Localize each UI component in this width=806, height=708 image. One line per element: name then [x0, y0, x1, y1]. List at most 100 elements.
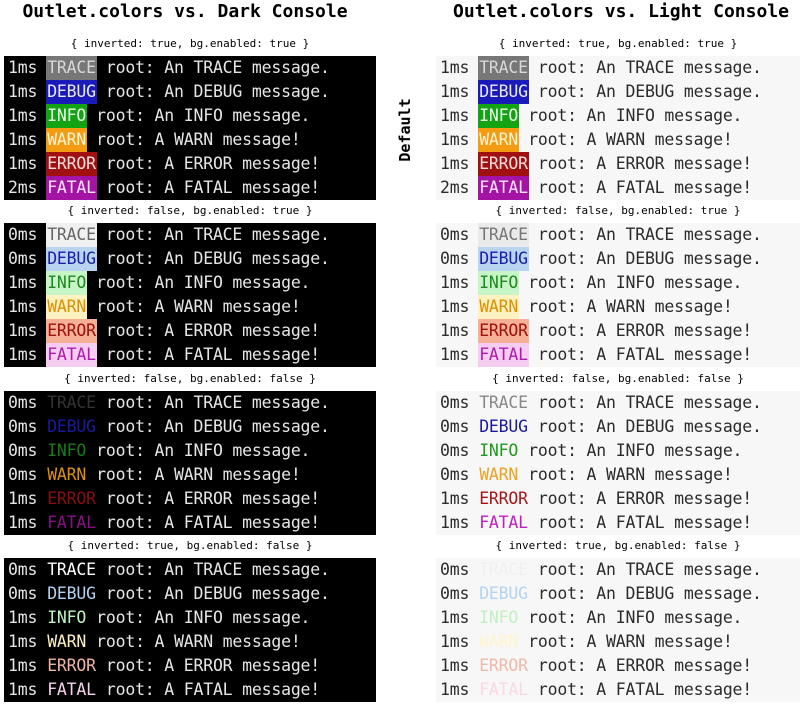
- log-time: 0ms: [440, 249, 470, 268]
- log-level-badge: INFO: [479, 441, 519, 460]
- log-level-badge: WARN: [46, 295, 88, 319]
- log-message: root: An DEBUG message.: [537, 82, 762, 101]
- log-message: root: An DEBUG message.: [537, 417, 762, 436]
- log-time: 1ms: [440, 273, 470, 292]
- log-time: 1ms: [8, 297, 38, 316]
- log-time: 1ms: [440, 130, 470, 149]
- log-time: 0ms: [8, 584, 38, 603]
- log-time: 1ms: [8, 82, 38, 101]
- log-level-badge: DEBUG: [479, 584, 528, 603]
- dark-console-heading: Outlet.colors vs. Dark Console: [22, 1, 348, 22]
- dark-panel-caption: { inverted: true, bg.enabled: true }: [70, 37, 310, 50]
- log-time: 0ms: [8, 393, 38, 412]
- log-message: root: A ERROR message!: [537, 489, 753, 508]
- log-message: root: A FATAL message!: [105, 178, 321, 197]
- log-message: root: An DEBUG message.: [537, 584, 762, 603]
- log-level-badge: ERROR: [47, 656, 96, 675]
- log-level-badge: WARN: [479, 632, 519, 651]
- log-level-badge: ERROR: [47, 489, 96, 508]
- log-line: 1ms WARN root: A WARN message!: [440, 128, 796, 152]
- log-time: 1ms: [440, 297, 470, 316]
- log-message: root: A WARN message!: [96, 130, 301, 149]
- log-level-badge: ERROR: [478, 152, 529, 176]
- log-level-badge: WARN: [47, 632, 87, 651]
- log-message: root: An TRACE message.: [537, 560, 762, 579]
- default-side-label: Default: [396, 98, 414, 162]
- log-line: 0ms TRACE root: An TRACE message.: [8, 223, 372, 247]
- log-time: 0ms: [8, 417, 38, 436]
- log-level-badge: FATAL: [478, 176, 529, 200]
- log-time: 1ms: [8, 130, 38, 149]
- log-level-badge: INFO: [47, 608, 87, 627]
- log-level-badge: INFO: [478, 271, 520, 295]
- log-level-badge: TRACE: [46, 223, 97, 247]
- log-message: root: An INFO message.: [96, 608, 311, 627]
- light-panel-caption: { inverted: false, bg.enabled: true }: [495, 204, 741, 217]
- log-level-badge: TRACE: [478, 223, 529, 247]
- log-message: root: An TRACE message.: [537, 58, 762, 77]
- log-time: 0ms: [8, 441, 38, 460]
- log-time: 0ms: [8, 225, 38, 244]
- log-time: 1ms: [8, 106, 38, 125]
- log-message: root: An TRACE message.: [105, 225, 330, 244]
- log-time: 1ms: [440, 82, 470, 101]
- log-level-badge: WARN: [478, 128, 520, 152]
- log-time: 0ms: [440, 225, 470, 244]
- light-panel-caption: { inverted: true, bg.enabled: true }: [498, 37, 738, 50]
- log-message: root: A ERROR message!: [105, 154, 321, 173]
- log-level-badge: INFO: [46, 271, 88, 295]
- log-time: 1ms: [8, 321, 38, 340]
- log-message: root: An TRACE message.: [105, 560, 330, 579]
- log-message: root: An DEBUG message.: [105, 417, 330, 436]
- log-message: root: An INFO message.: [96, 441, 311, 460]
- log-message: root: A WARN message!: [528, 465, 733, 484]
- log-level-badge: ERROR: [478, 319, 529, 343]
- log-message: root: An INFO message.: [528, 106, 743, 125]
- log-level-badge: INFO: [46, 104, 88, 128]
- log-message: root: An TRACE message.: [537, 225, 762, 244]
- log-time: 0ms: [440, 393, 470, 412]
- log-level-badge: TRACE: [479, 393, 528, 412]
- log-message: root: A WARN message!: [96, 465, 301, 484]
- log-time: 1ms: [8, 656, 38, 675]
- dark-panel-caption: { inverted: false, bg.enabled: false }: [64, 372, 316, 385]
- log-time: 1ms: [440, 345, 470, 364]
- log-time: 1ms: [440, 489, 470, 508]
- log-level-badge: WARN: [479, 465, 519, 484]
- log-message: root: A WARN message!: [528, 130, 733, 149]
- log-time: 0ms: [8, 560, 38, 579]
- log-message: root: An DEBUG message.: [105, 82, 330, 101]
- log-time: 1ms: [8, 489, 38, 508]
- log-time: 1ms: [8, 154, 38, 173]
- dark-panel-caption: { inverted: true, bg.enabled: false }: [67, 539, 313, 552]
- log-message: root: A ERROR message!: [537, 321, 753, 340]
- log-level-badge: DEBUG: [46, 80, 97, 104]
- log-message: root: A ERROR message!: [537, 656, 753, 675]
- dark-panel-caption: { inverted: false, bg.enabled: true }: [67, 204, 313, 217]
- log-level-badge: TRACE: [479, 560, 528, 579]
- log-message: root: An INFO message.: [528, 608, 743, 627]
